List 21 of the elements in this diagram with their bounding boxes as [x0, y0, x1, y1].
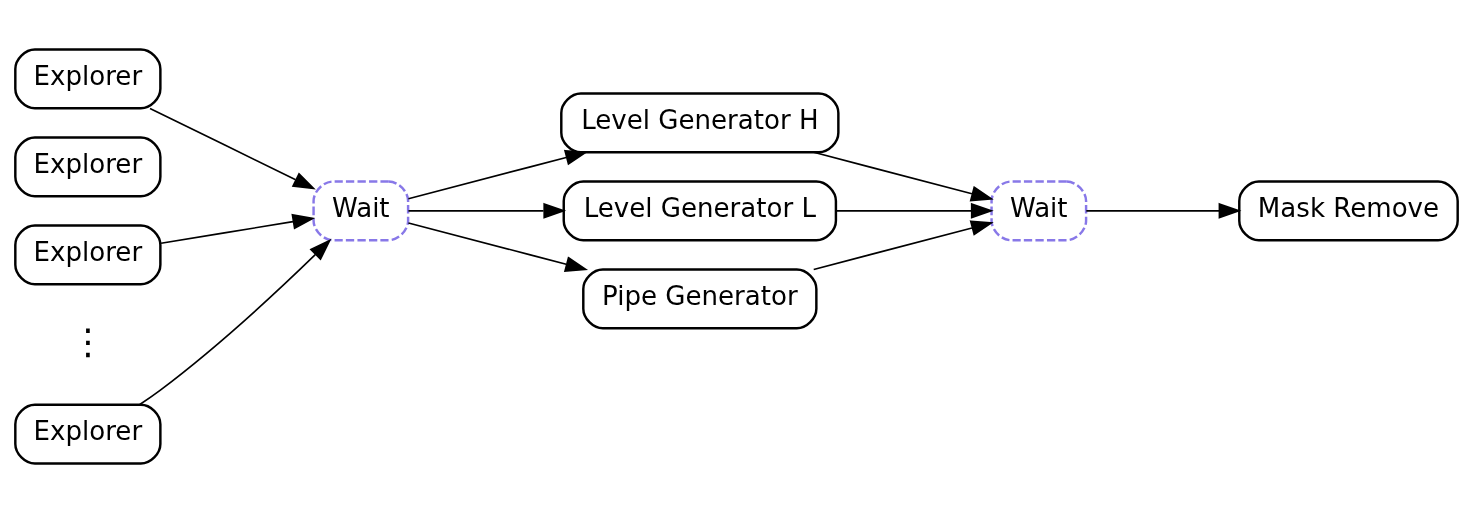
- node-box: Explorer: [14, 136, 162, 198]
- arrow: [407, 149, 589, 200]
- node-box: Wait: [990, 180, 1088, 242]
- arrow: [812, 220, 994, 271]
- node-box: Mask Remove: [1238, 180, 1459, 242]
- node-box: Explorer: [14, 224, 162, 286]
- arrow: [139, 238, 332, 406]
- label: ⋮: [69, 320, 106, 362]
- arrow: [160, 213, 316, 244]
- node-box: Level Generator L: [562, 180, 838, 242]
- arrow: [835, 202, 994, 219]
- arrow: [149, 107, 316, 190]
- node-box: Pipe Generator: [582, 268, 818, 330]
- arrow: [407, 202, 567, 219]
- node-box: Explorer: [14, 403, 162, 465]
- node-box: Explorer: [14, 48, 162, 110]
- arrow: [812, 151, 994, 202]
- arrow: [407, 222, 589, 272]
- arrow: [1085, 202, 1242, 219]
- node-box: Level Generator H: [560, 92, 840, 154]
- node-box: Wait: [312, 180, 410, 242]
